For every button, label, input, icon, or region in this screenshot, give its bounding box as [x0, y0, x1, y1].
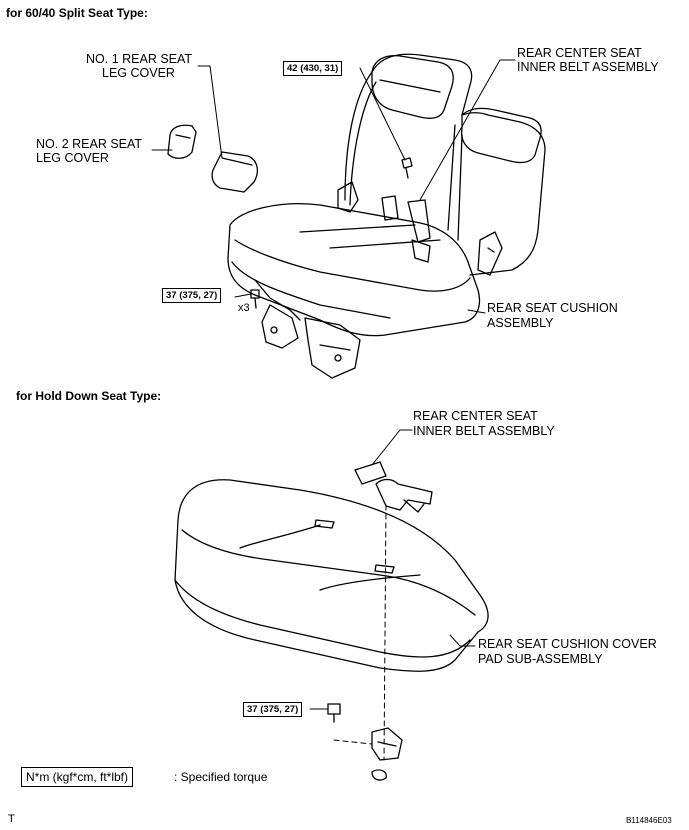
- upper-bolt-42: [401, 157, 413, 179]
- bolt-quantity: x3: [238, 302, 250, 314]
- upper-leaders: [151, 59, 516, 314]
- rear-seat-cushion-drawing: [227, 195, 481, 379]
- heading-hold-down: for Hold Down Seat Type:: [16, 389, 162, 403]
- heading-60-40: for 60/40 Split Seat Type:: [6, 6, 148, 20]
- no1-leg-cover-label-line2: LEG COVER: [102, 66, 175, 80]
- no1-leg-cover-label-line1: NO. 1 REAR SEAT: [86, 52, 193, 66]
- center-belt-label-line2: INNER BELT ASSEMBLY: [517, 60, 659, 74]
- torque-legend-label: : Specified torque: [174, 770, 268, 784]
- hold-down-belt-drawing: [354, 461, 433, 513]
- torque-box-upper-37: 37 (375, 27): [162, 288, 222, 303]
- figure-code: B114846E03: [626, 816, 672, 825]
- cover-pad-label-line1: REAR SEAT CUSHION COVER: [478, 637, 657, 651]
- rear-seat-back-drawing: [337, 53, 546, 276]
- no2-leg-cover-label-line1: NO. 2 REAR SEAT: [36, 137, 143, 151]
- hd-center-belt-label-line2: INNER BELT ASSEMBLY: [413, 424, 555, 438]
- no1-leg-cover-drawing: [211, 151, 259, 193]
- torque-box-upper-42: 42 (430, 31): [283, 61, 343, 76]
- cushion-assembly-label-line2: ASSEMBLY: [487, 316, 554, 330]
- no2-leg-cover-label-line2: LEG COVER: [36, 151, 109, 165]
- torque-unit-box: N*m (kgf*cm, ft*lbf): [21, 767, 134, 787]
- hold-down-bracket-drawing: [327, 703, 403, 781]
- cover-pad-label-line2: PAD SUB-ASSEMBLY: [478, 652, 603, 666]
- no2-leg-cover-drawing: [167, 124, 197, 159]
- lower-leaders: [309, 429, 476, 710]
- torque-box-lower-37: 37 (375, 27): [243, 702, 303, 717]
- center-belt-label-line1: REAR CENTER SEAT: [517, 46, 642, 60]
- footer-mark: T: [8, 813, 15, 825]
- hold-down-cushion-drawing: [174, 479, 489, 672]
- upper-bolt-37: [250, 289, 260, 309]
- hd-center-belt-label-line1: REAR CENTER SEAT: [413, 409, 538, 423]
- cushion-assembly-label-line1: REAR SEAT CUSHION: [487, 301, 618, 315]
- lower-dashed-guides: [333, 504, 387, 761]
